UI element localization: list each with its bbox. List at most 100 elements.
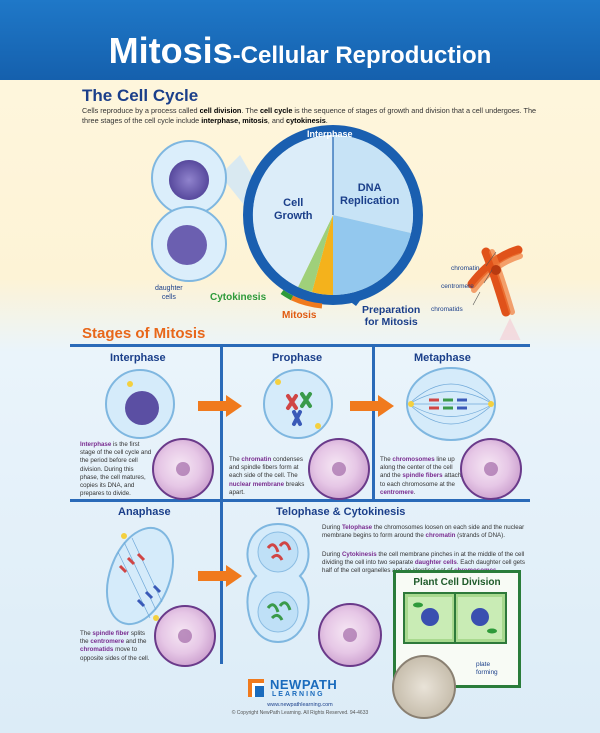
metaphase-cell — [406, 367, 496, 441]
stages-title: Stages of Mitosis — [82, 325, 206, 342]
plate-forming-label: plate forming — [476, 661, 498, 676]
dna-replication-label: DNA Replication — [340, 182, 400, 207]
daughter-cells-label: daughter cells — [155, 285, 183, 301]
anaphase-description: The spindle fiber splits the centromere … — [80, 630, 152, 663]
footer-url: www.newpathlearning.com — [267, 702, 333, 708]
interphase-micrograph — [152, 438, 214, 500]
text: attach to each chromosome at the — [380, 472, 462, 488]
intro-text: is the sequence of stages of growth and … — [82, 106, 537, 125]
keyword: chromatin — [425, 532, 456, 540]
mitosis-band — [290, 295, 323, 309]
interphase-cell — [105, 369, 175, 439]
text: During — [322, 551, 342, 558]
arrow-prophase-metaphase — [350, 395, 394, 417]
telophase-description: During Telophase the chromosomes loosen … — [322, 524, 532, 540]
metaphase-micrograph — [460, 438, 522, 500]
intro-text: . — [325, 116, 328, 125]
plant-micrograph — [392, 655, 456, 719]
prophase-description: The chromatin condenses and spindle fibe… — [229, 456, 307, 497]
logo-word-learning: LEARNING — [272, 691, 325, 698]
keyword: chromatids — [80, 646, 114, 654]
intro-text: . The — [241, 106, 260, 115]
cycle-arrowhead — [348, 290, 368, 306]
keyword: centromere — [380, 488, 414, 496]
text: line up along the center of the cell and… — [380, 456, 455, 480]
footer-copyright: © Copyright NewPath Learning. All Rights… — [231, 710, 369, 716]
preparation-label: Preparation for Mitosis — [362, 304, 421, 328]
page-title: Mitosis-Cellular Reproduction — [0, 30, 600, 72]
cytokinesis-band — [280, 289, 294, 301]
cytokinesis-slice — [298, 215, 333, 292]
title-sub: -Cellular Reproduction — [232, 42, 492, 69]
telophase-micrograph — [318, 603, 382, 667]
intro-text: , and — [267, 116, 287, 125]
chromatids-label: chromatids — [431, 306, 463, 313]
newpath-logo — [248, 679, 264, 697]
daughter-cell-bottom — [151, 206, 227, 282]
keyword: spindle fibers — [402, 472, 443, 480]
daughter-cell-top — [151, 140, 227, 216]
anaphase-cell — [106, 526, 174, 626]
keyword: chromatin — [241, 456, 272, 463]
cell-cycle-title: The Cell Cycle — [82, 86, 199, 105]
interphase-ring-label: Interphase — [307, 129, 353, 139]
text: . Each daughter cell gets half of the ce… — [322, 559, 525, 575]
grid-divider-2 — [372, 344, 375, 500]
intro-keyword: cell division — [199, 106, 242, 115]
prophase-cell — [263, 369, 333, 439]
prophase-title: Prophase — [272, 352, 323, 364]
dna-replication-slice — [333, 134, 414, 233]
keyword: daughter cells — [414, 559, 457, 567]
interphase-ring — [243, 125, 423, 305]
grid-middle-line — [70, 499, 530, 502]
telophase-title: Telophase & Cytokinesis — [276, 506, 406, 518]
keyword: centromere — [90, 638, 125, 646]
grid-divider-1 — [220, 344, 223, 500]
keyword: chromosomes — [392, 456, 435, 463]
cell-cycle-diagram — [151, 125, 523, 340]
plant-cell-division-title: Plant Cell Division — [413, 577, 501, 588]
keyword: Telophase — [341, 524, 373, 531]
plant-cell-diagram — [403, 592, 507, 644]
anaphase-micrograph — [154, 605, 216, 667]
intro-text: Cells reproduce by a process called — [82, 106, 200, 115]
text: splits the — [80, 630, 146, 646]
text: During — [322, 524, 342, 531]
interphase-title: Interphase — [110, 352, 166, 364]
text: The — [380, 456, 393, 463]
title-main: Mitosis — [108, 30, 233, 71]
grid-divider-3 — [220, 499, 223, 664]
text: is the first stage of the cell cycle and… — [80, 441, 152, 498]
logo-word-newpath: NEWPATH — [270, 677, 338, 692]
anaphase-title: Anaphase — [118, 506, 171, 518]
metaphase-title: Metaphase — [414, 352, 471, 364]
text: breaks apart. — [229, 480, 305, 496]
text: the chromosomes loosen on each side and … — [322, 524, 525, 540]
cytokinesis-label: Cytokinesis — [210, 292, 267, 303]
mitosis-slice — [312, 215, 333, 295]
text: . — [413, 488, 416, 496]
chromosome-pointer — [499, 318, 521, 340]
intro-keyword: interphase, mitosis — [201, 116, 268, 125]
arrow-interphase-prophase — [198, 395, 242, 417]
grid-top-line — [70, 344, 530, 347]
text: The — [229, 456, 242, 463]
preparation-slice — [333, 215, 411, 296]
text: condenses and spindle fibers form at eac… — [229, 456, 303, 480]
text: (strands of DNA). — [455, 532, 505, 540]
text: the cell membrane pinches in at the midd… — [322, 551, 525, 567]
cell-cycle-intro: Cells reproduce by a process called cell… — [82, 106, 552, 126]
metaphase-description: The chromosomes line up along the center… — [380, 456, 464, 497]
centromere-label: centromere — [441, 283, 474, 290]
text: move to opposite sides of the cell. — [80, 646, 150, 662]
keyword: Cytokinesis — [341, 551, 377, 558]
chromatin-label: chromatin — [451, 265, 480, 272]
keyword: nuclear membrane — [229, 480, 285, 488]
cell-growth-slice — [252, 134, 333, 287]
chromosome-icon — [467, 245, 523, 317]
intro-keyword: cytokinesis — [286, 116, 326, 125]
keyword: spindle fiber — [92, 630, 130, 637]
cell-growth-label: Cell Growth — [274, 197, 313, 222]
mitosis-label: Mitosis — [282, 310, 317, 321]
